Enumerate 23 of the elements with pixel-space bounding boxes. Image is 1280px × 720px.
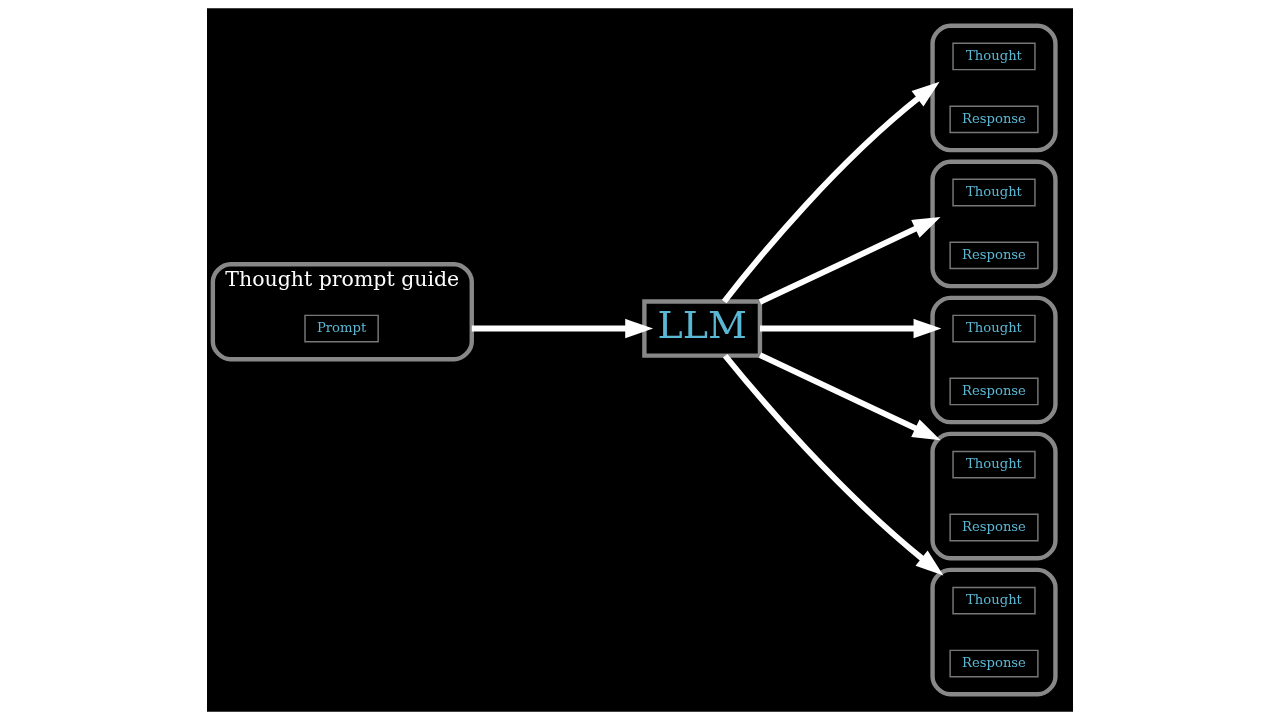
- arrow: [758, 352, 941, 441]
- cluster: [930, 23, 1058, 153]
- node-box: Thought: [952, 586, 1036, 615]
- arrow: [721, 81, 940, 304]
- node-box: Response: [949, 377, 1039, 406]
- cluster: [930, 295, 1058, 425]
- node-box: Thought: [952, 450, 1036, 479]
- cluster: [930, 159, 1058, 289]
- node-box: Thought: [952, 42, 1036, 71]
- node-box: Thought: [952, 178, 1036, 207]
- arrow: [722, 353, 944, 576]
- cluster: [930, 567, 1058, 697]
- node-box: LLM: [642, 299, 763, 358]
- arrow: [471, 318, 654, 339]
- node-box: Response: [949, 649, 1039, 678]
- arrow: [760, 318, 942, 339]
- arrow: [758, 216, 941, 305]
- node-box: Prompt: [304, 314, 379, 343]
- node-box: Response: [949, 241, 1039, 270]
- cluster: [930, 431, 1058, 561]
- node-box: Response: [949, 105, 1039, 134]
- node-box: Response: [949, 513, 1039, 542]
- node-box: Thought: [952, 314, 1036, 343]
